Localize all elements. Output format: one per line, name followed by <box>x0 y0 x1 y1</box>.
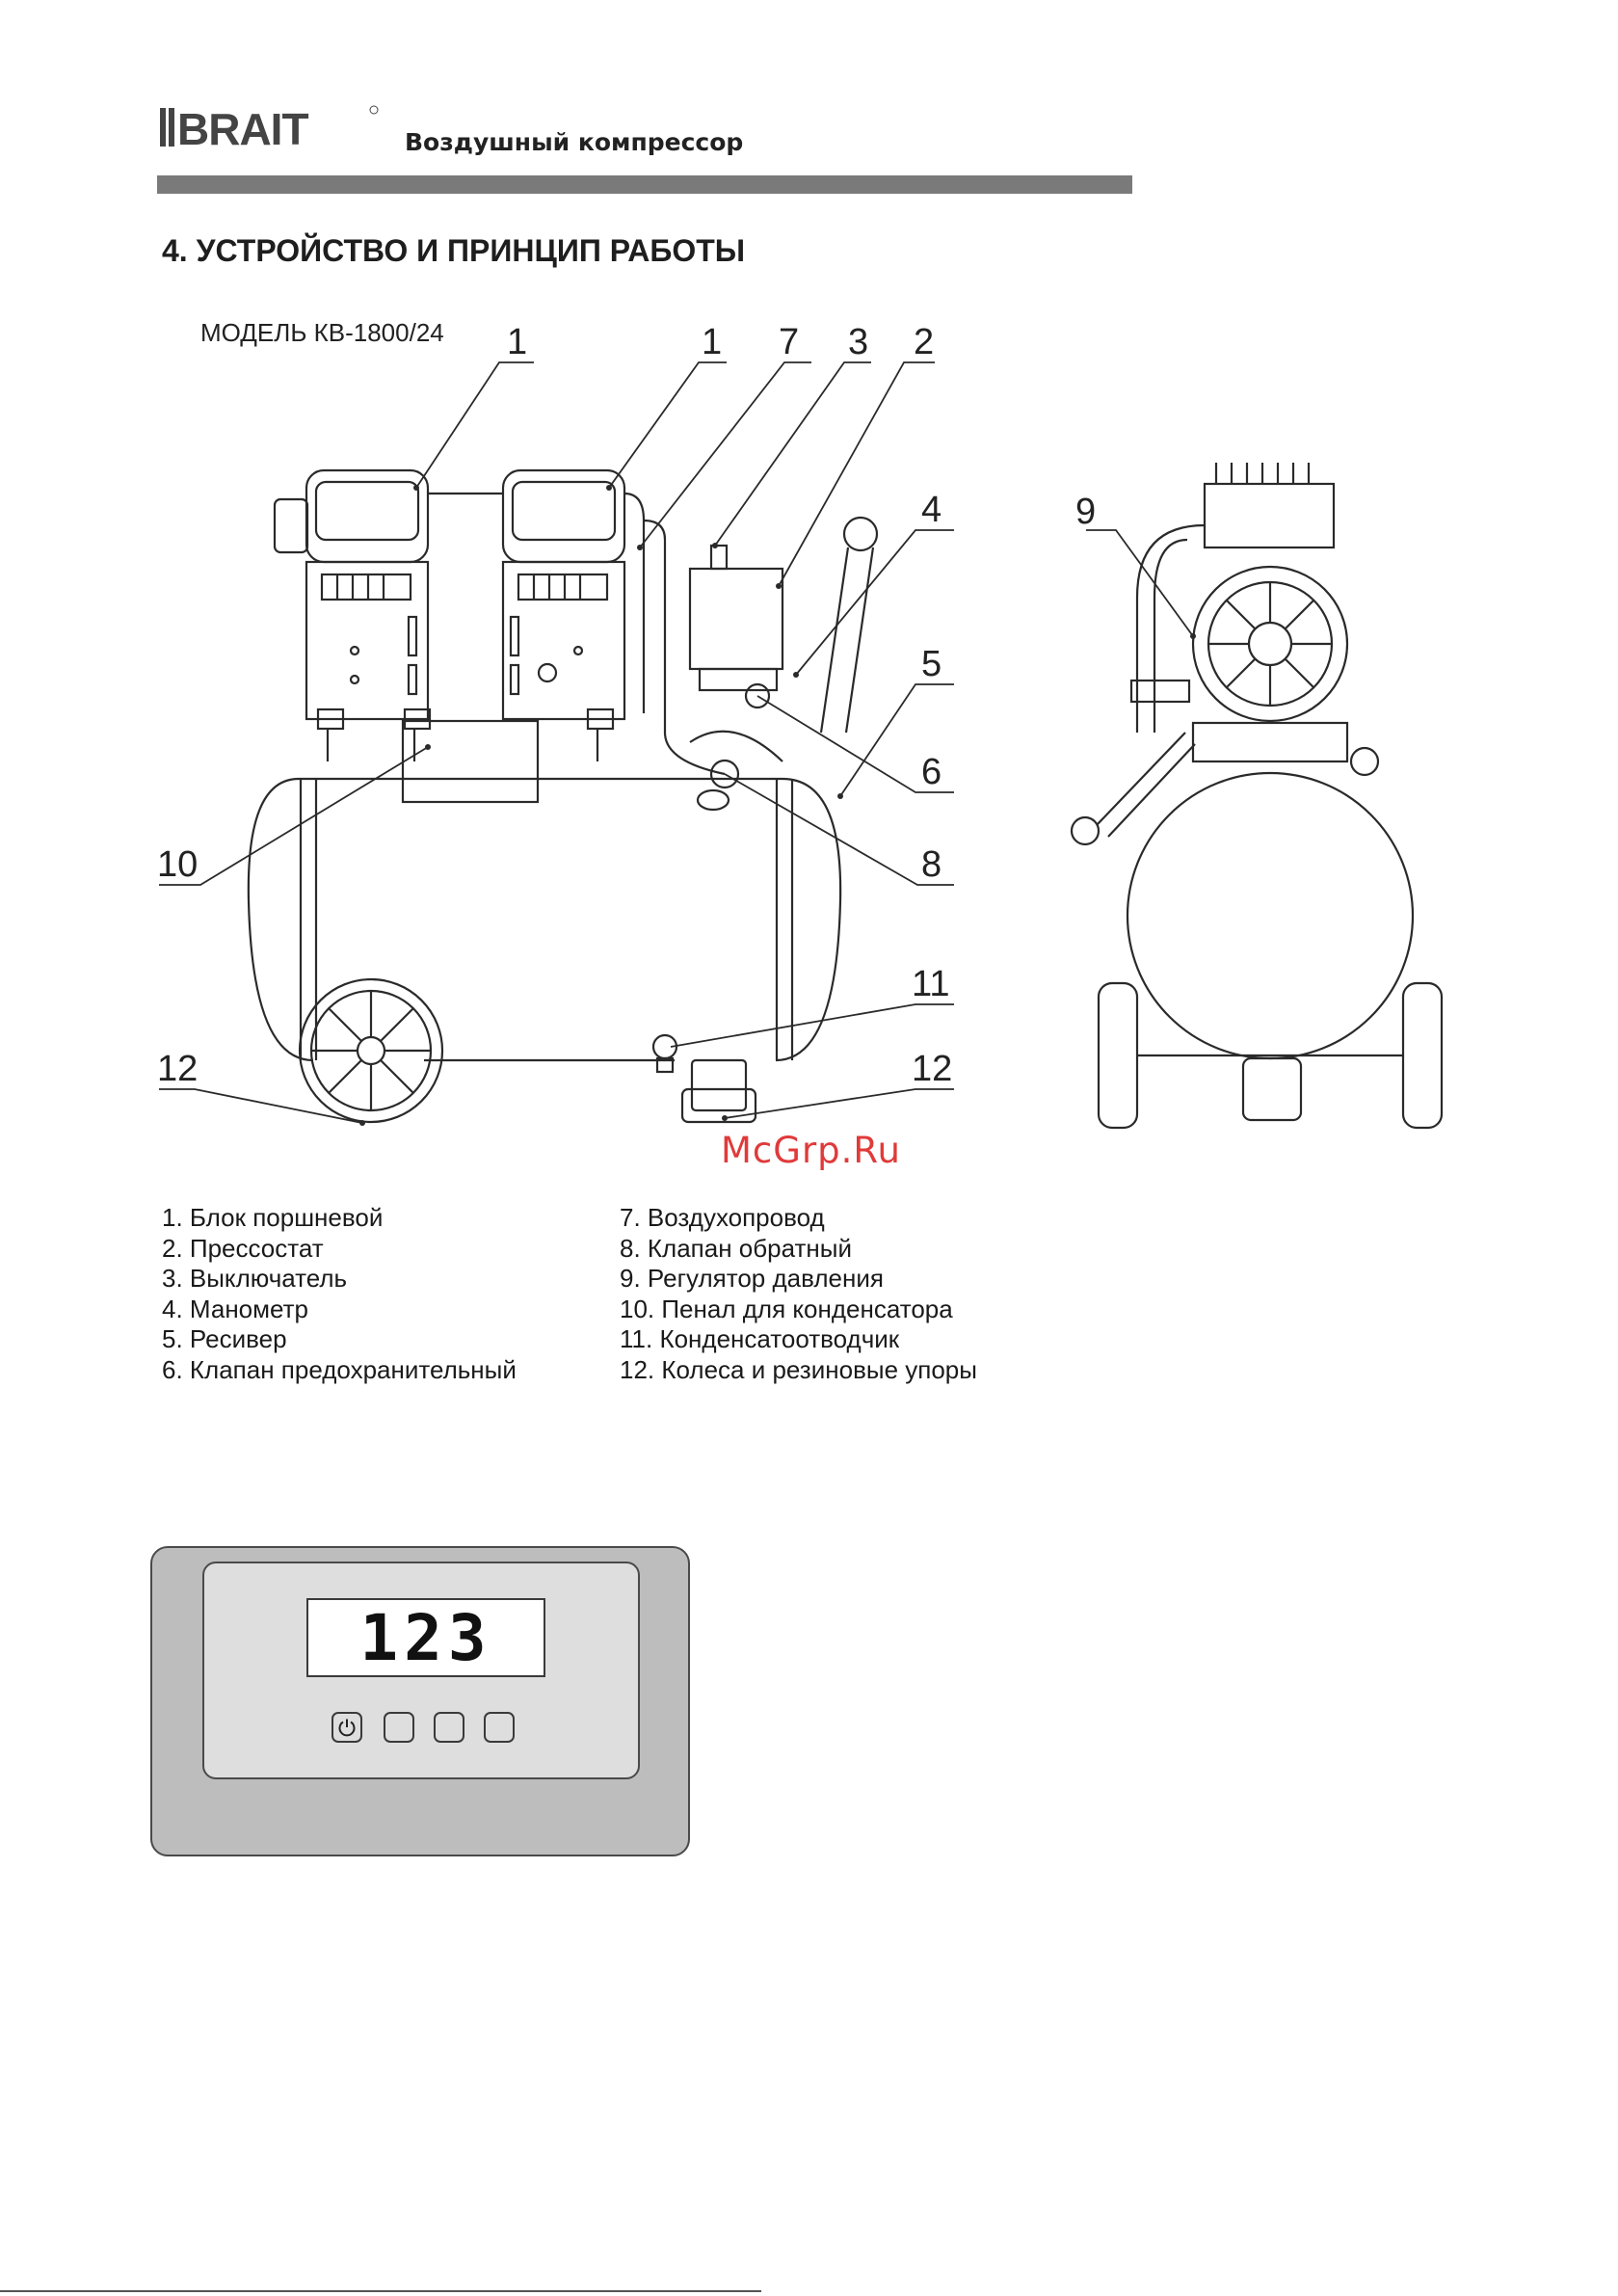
callout-6: 6 <box>921 752 942 792</box>
rubber-foot <box>690 1058 748 1112</box>
callout-7: 7 <box>779 322 800 362</box>
pump-block-left <box>273 468 432 761</box>
legend-right: 7. Воздухопровод 8. Клапан обратный 9. Р… <box>620 1203 977 1385</box>
callout-3: 3 <box>848 322 869 362</box>
wheel <box>298 977 444 1124</box>
panel-button-3[interactable] <box>434 1712 464 1743</box>
legend-item: 4. Манометр <box>162 1294 308 1323</box>
legend-item: 7. Воздухопровод <box>620 1203 825 1232</box>
callout-1-left: 1 <box>507 322 528 362</box>
callout-1-right: 1 <box>702 322 723 362</box>
leader-lines <box>159 361 1194 1124</box>
legend-item: 10. Пенал для конденсатора <box>620 1294 953 1323</box>
callout-8: 8 <box>921 844 942 885</box>
legend-item: 6. Клапан предохранительный <box>162 1354 517 1384</box>
callout-10: 10 <box>157 844 199 885</box>
callout-11: 11 <box>912 964 950 1004</box>
receiver-tank <box>247 777 842 1062</box>
side-view <box>1070 463 1444 1130</box>
pressure-gauge <box>744 682 771 709</box>
display-value: 123 <box>359 1600 492 1675</box>
document-title: Воздушный компрессор <box>405 128 744 156</box>
air-pipe <box>643 519 726 776</box>
legend-item: 1. Блок поршневой <box>162 1203 384 1232</box>
callout-12-left: 12 <box>157 1049 199 1089</box>
legend-item: 5. Ресивер <box>162 1324 287 1353</box>
callout-12-right: 12 <box>912 1049 953 1089</box>
legend-item: 2. Прессостат <box>162 1233 324 1263</box>
handle <box>819 516 879 734</box>
manifold <box>689 730 783 762</box>
legend-left: 1. Блок поршневой 2. Прессостат 3. Выклю… <box>162 1203 517 1385</box>
check-valve <box>709 759 740 789</box>
panel-button-4[interactable] <box>484 1712 515 1743</box>
legend-item: 3. Выключатель <box>162 1264 348 1293</box>
callout-2: 2 <box>914 322 935 362</box>
panel-button-2[interactable] <box>384 1712 414 1743</box>
footer-line <box>0 2290 761 2292</box>
brand-text: BRAIT <box>177 104 308 154</box>
legend-item: 12. Колеса и резиновые упоры <box>620 1354 977 1384</box>
legend-item: 9. Регулятор давления <box>620 1264 884 1293</box>
power-icon <box>338 1719 356 1737</box>
model-label: МОДЕЛЬ КВ-1800/24 <box>200 318 444 347</box>
header-divider <box>157 175 1132 194</box>
pump-block-right <box>428 468 646 761</box>
section-title: 4. УСТРОЙСТВО И ПРИНЦИП РАБОТЫ <box>162 233 746 268</box>
condensate-case <box>401 719 540 804</box>
brand-logo: BRAIT <box>160 104 379 154</box>
digital-display: 123 <box>306 1598 545 1677</box>
callout-4: 4 <box>921 490 942 530</box>
power-button[interactable] <box>332 1712 362 1743</box>
callout-9: 9 <box>1075 492 1097 532</box>
callout-5: 5 <box>921 644 942 684</box>
legend-item: 8. Клапан обратный <box>620 1233 852 1263</box>
watermark: McGrp.Ru <box>721 1130 901 1171</box>
compressor-diagram <box>159 361 1444 1130</box>
legend-item: 11. Конденсатоотводчик <box>620 1324 900 1353</box>
pressure-switch <box>688 544 784 692</box>
